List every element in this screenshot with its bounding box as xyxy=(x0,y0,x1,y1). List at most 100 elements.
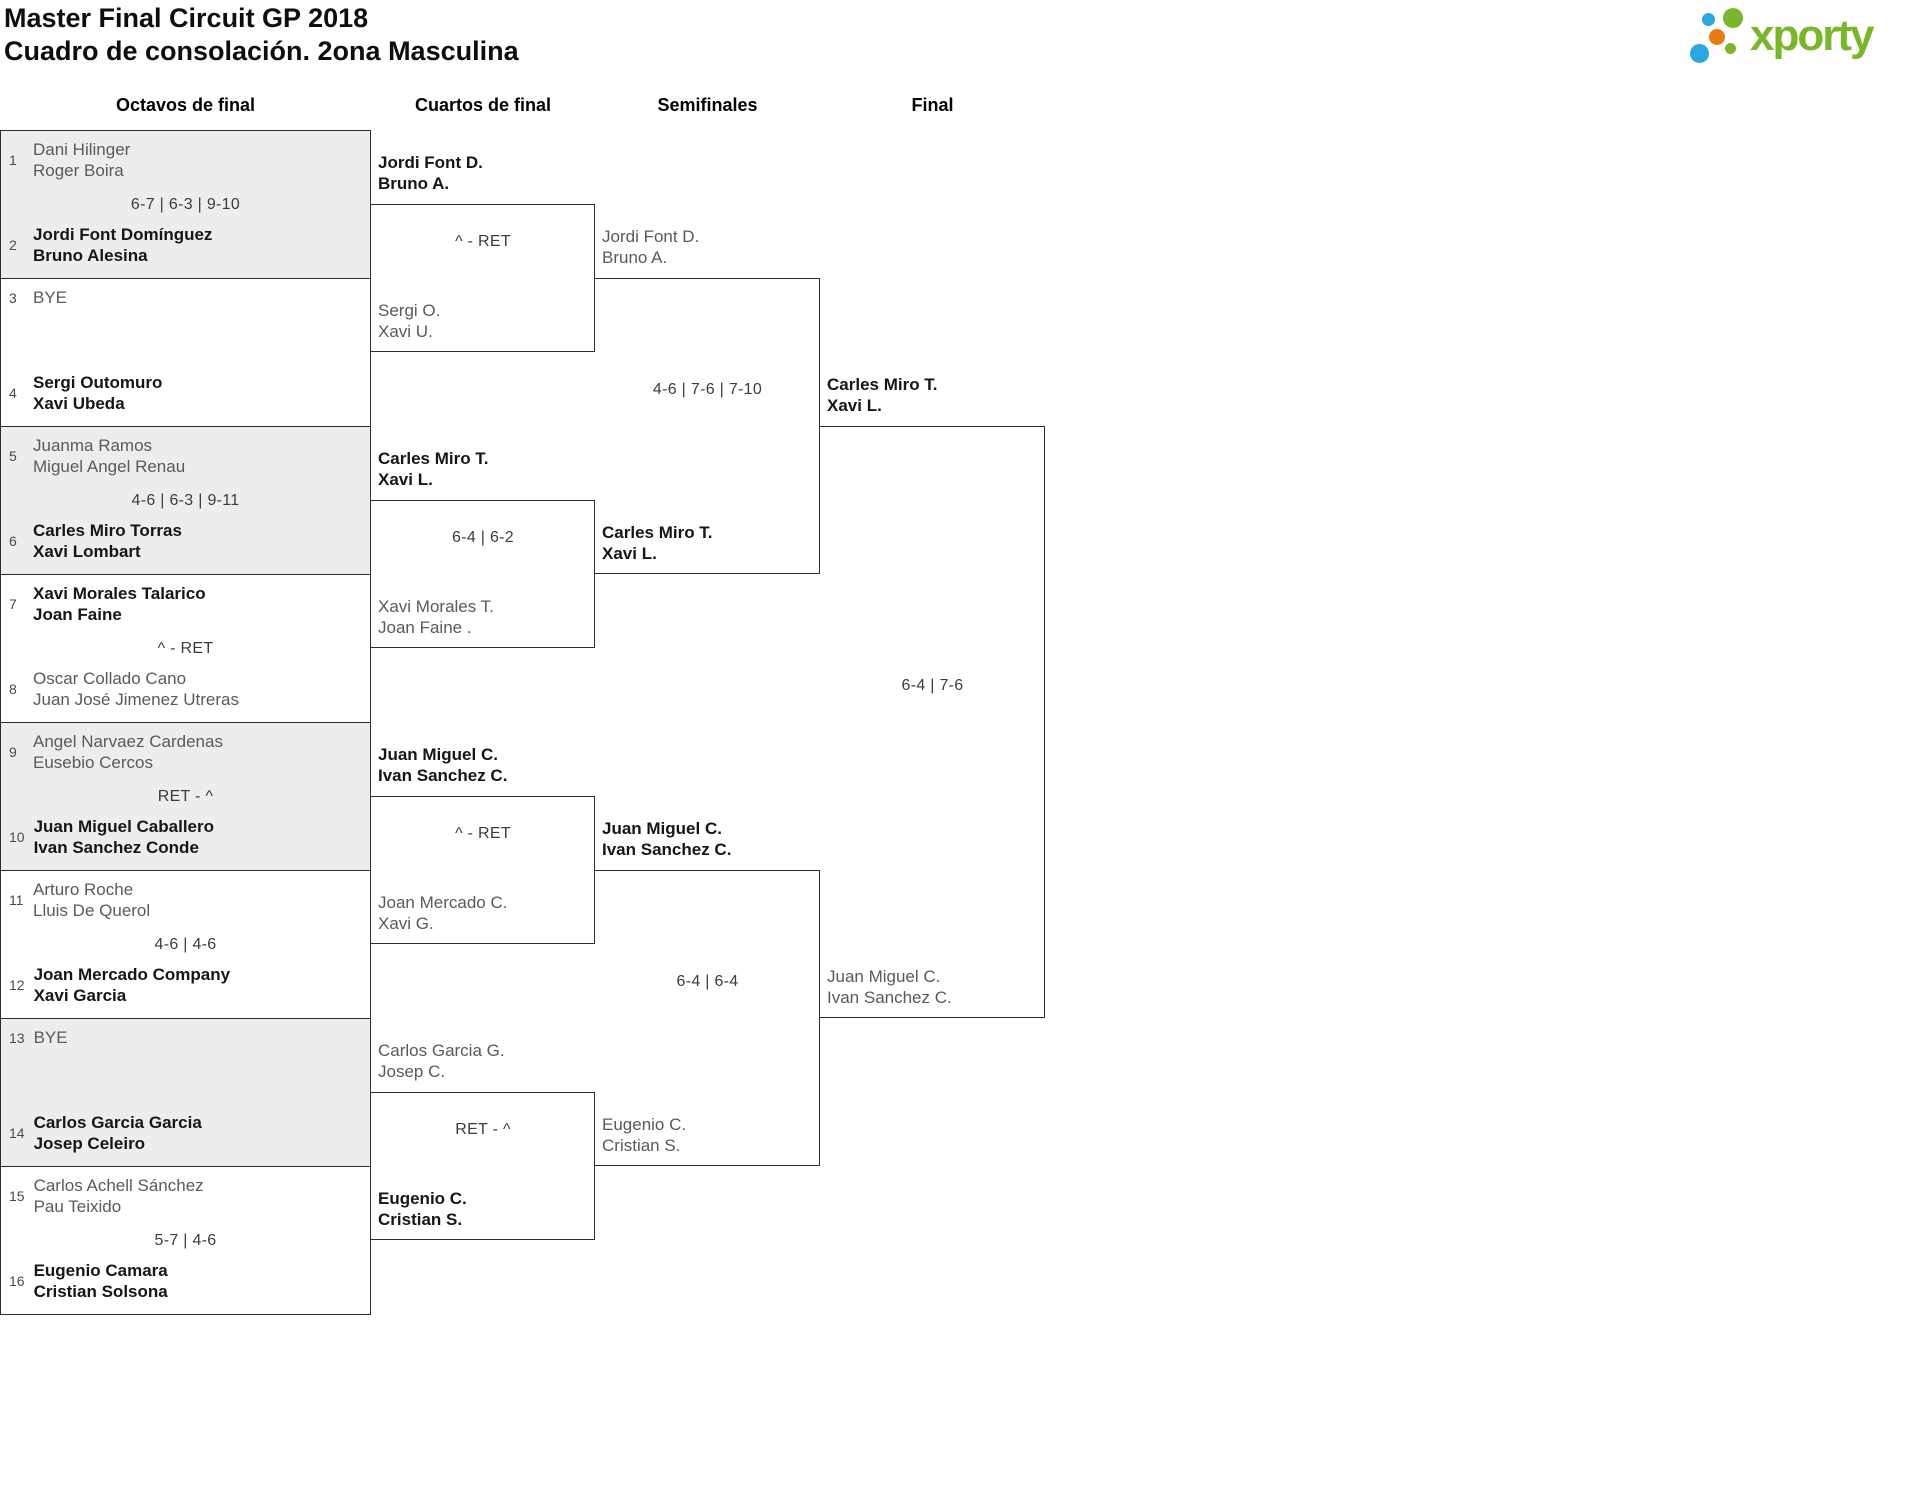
bracket-slot: 3 BYE xyxy=(9,287,362,308)
logo-dot-orange-icon xyxy=(1709,29,1725,45)
team-name: BYE xyxy=(33,288,68,307)
column-header-semifinales: Semifinales xyxy=(657,95,758,115)
seed-number: 7 xyxy=(9,596,17,612)
seed-number: 8 xyxy=(9,681,17,697)
connector-cuartos-4 xyxy=(371,1092,595,1240)
connector-cuartos-2 xyxy=(371,500,595,648)
match-score: RET - ^ xyxy=(455,1121,511,1138)
match-score: 6-4 | 6-2 xyxy=(452,529,514,546)
team-label: Carlos Garcia G.Josep C. xyxy=(378,1041,505,1081)
connector-cuartos-3 xyxy=(371,796,595,944)
match-score: ^ - RET xyxy=(157,639,214,657)
connector-final xyxy=(820,426,1045,1018)
seed-number: 6 xyxy=(9,533,17,549)
bracket-slot: 13 BYE xyxy=(9,1027,362,1048)
connector-cuartos-1 xyxy=(371,204,595,352)
match-score: 6-4 | 7-6 xyxy=(901,677,964,694)
page-title: Master Final Circuit GP 2018 xyxy=(4,3,369,33)
team-label: Eugenio C.Cristian S. xyxy=(378,1189,467,1229)
match-score: ^ - RET xyxy=(455,233,511,250)
team-label: Jordi Font D.Bruno A. xyxy=(378,153,483,193)
seed-number: 1 xyxy=(9,152,17,168)
team-label: Sergi O.Xavi U. xyxy=(378,301,441,341)
connector-semifinal-1 xyxy=(595,278,820,574)
xporty-logo[interactable]: xporty xyxy=(1688,6,1908,72)
seed-number: 14 xyxy=(9,1125,25,1141)
connector-semifinal-2 xyxy=(595,870,820,1166)
logo-dot-blue-large-icon xyxy=(1690,44,1709,63)
logo-text: xporty xyxy=(1750,11,1874,60)
column-header-octavos: Octavos de final xyxy=(115,95,256,115)
match-score: RET - ^ xyxy=(157,787,214,805)
team-label: Xavi Morales T.Joan Faine . xyxy=(378,597,494,637)
match-score: ^ - RET xyxy=(455,825,511,842)
logo-dot-blue-small-icon xyxy=(1702,13,1715,26)
column-header-cuartos: Cuartos de final xyxy=(414,95,552,115)
team-label: Juan Miguel C.Ivan Sanchez C. xyxy=(827,967,952,1007)
seed-number: 5 xyxy=(9,448,17,464)
match-score: 6-7 | 6-3 | 9-10 xyxy=(130,195,241,213)
match-score: 6-4 | 6-4 xyxy=(676,973,739,990)
team-label: Eugenio C.Cristian S. xyxy=(602,1115,687,1155)
team-name: BYE xyxy=(33,1028,68,1047)
match-score: 4-6 | 6-3 | 9-11 xyxy=(131,491,240,509)
team-label: Joan Mercado C.Xavi G. xyxy=(378,893,508,933)
match-score: 5-7 | 4-6 xyxy=(154,1231,217,1249)
team-label: Jordi Font D.Bruno A. xyxy=(602,227,700,267)
team-label: Carles Miro T.Xavi L. xyxy=(827,375,938,415)
seed-number: 16 xyxy=(9,1273,25,1289)
seed-number: 3 xyxy=(9,289,17,306)
seed-number: 2 xyxy=(9,237,17,253)
logo-dot-green-small-icon xyxy=(1725,43,1736,54)
logo-dot-green-large-icon xyxy=(1723,8,1743,28)
team-label: Juan Miguel C.Ivan Sanchez C. xyxy=(602,819,732,859)
seed-number: 13 xyxy=(9,1029,25,1046)
team-label: Carles Miro T.Xavi L. xyxy=(602,523,713,563)
seed-number: 4 xyxy=(9,385,17,401)
page-subtitle: Cuadro de consolación. 2ona Masculina xyxy=(4,36,519,66)
seed-number: 11 xyxy=(9,892,24,908)
seed-number: 9 xyxy=(9,744,17,760)
team-label: Carles Miro T.Xavi L. xyxy=(378,449,489,489)
column-header-final: Final xyxy=(911,95,954,115)
seed-number: 12 xyxy=(9,977,25,993)
seed-number: 15 xyxy=(9,1188,25,1204)
team-label: Juan Miguel C.Ivan Sanchez C. xyxy=(378,745,508,785)
match-score: 4-6 | 7-6 | 7-10 xyxy=(652,381,763,398)
